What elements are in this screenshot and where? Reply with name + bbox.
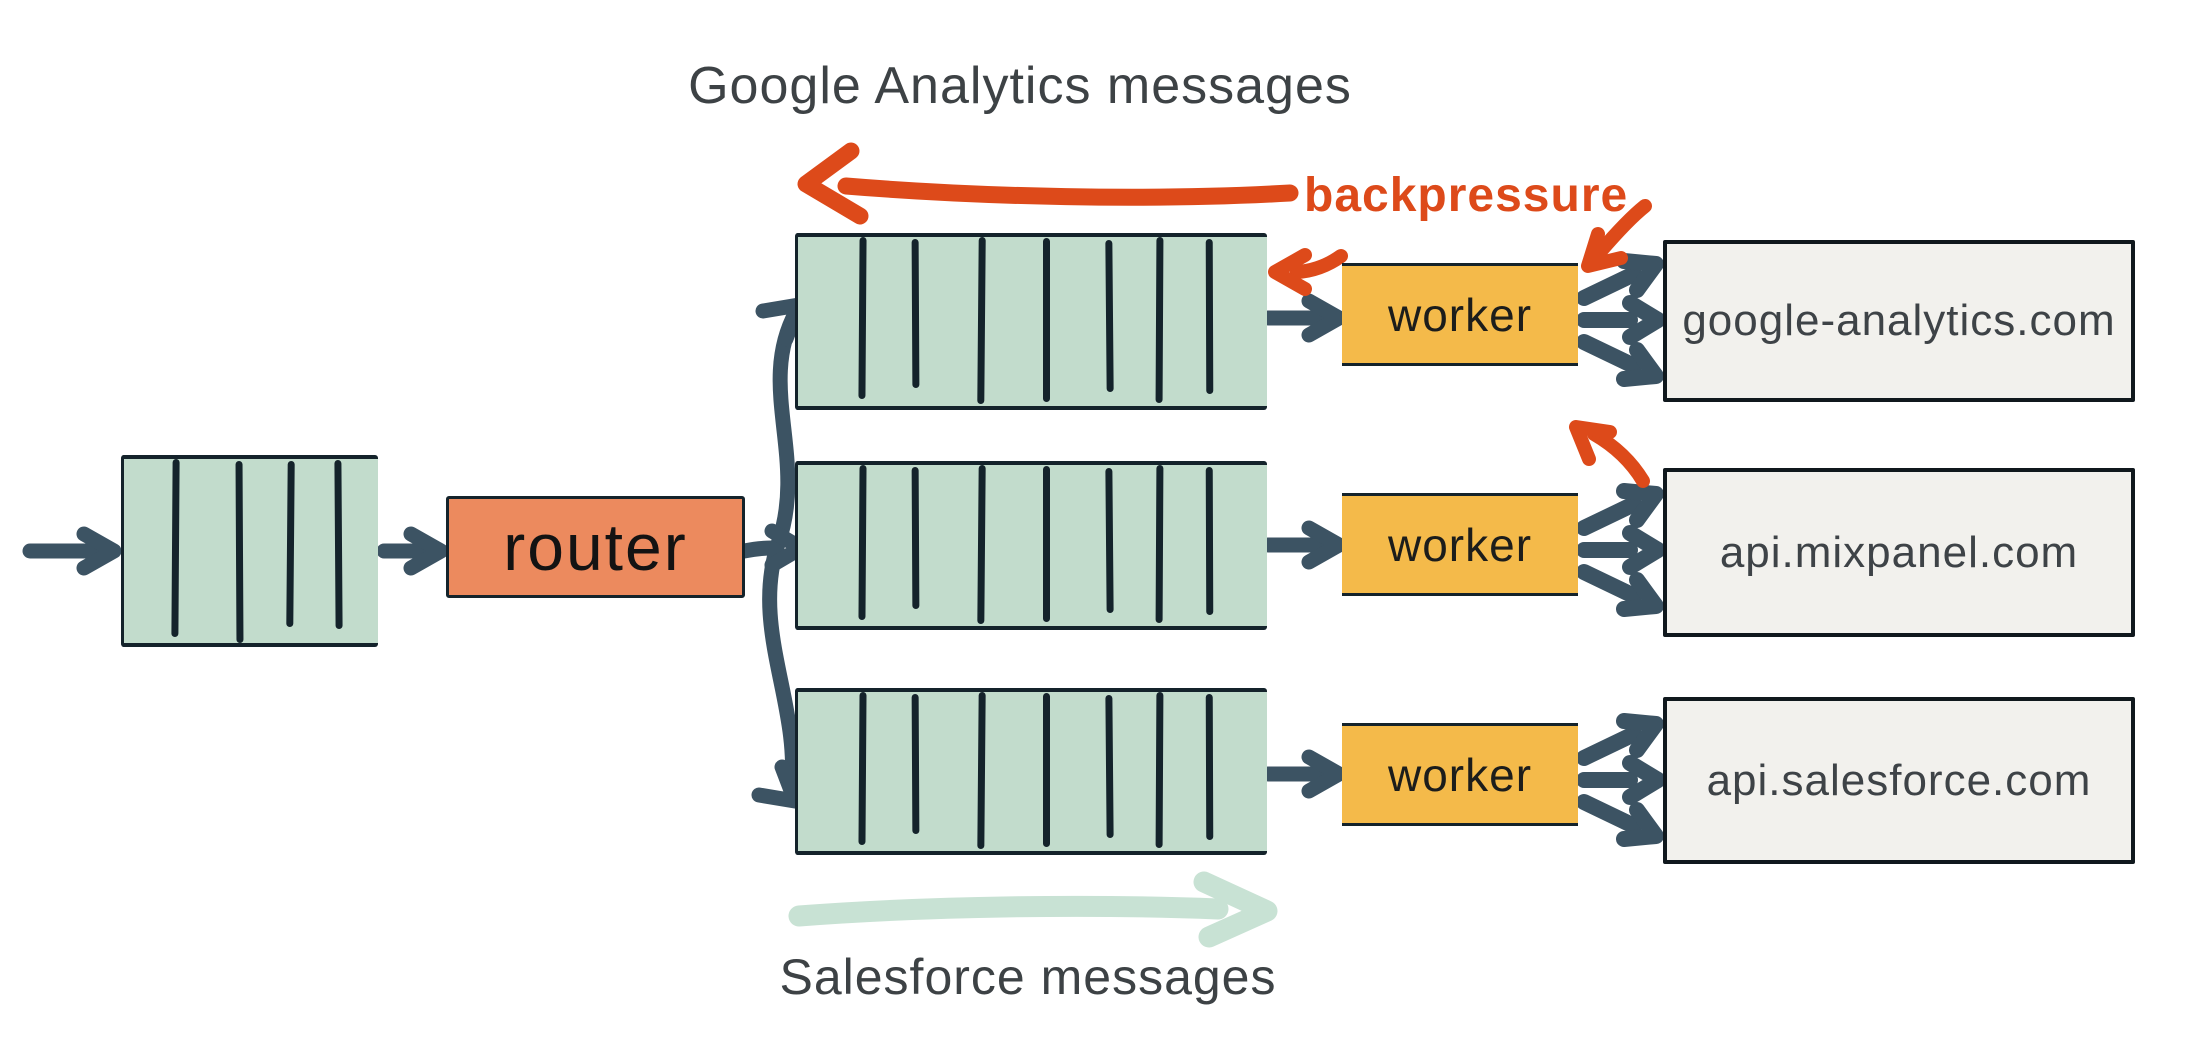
- queue-cell-divider: [235, 460, 244, 644]
- endpoint-google-analytics: google-analytics.com: [1663, 240, 2135, 402]
- queue-cell-divider: [1105, 239, 1114, 393]
- worker-to-endpoint-arrows-icon: [1576, 713, 1666, 847]
- queue-cell-divider: [1155, 691, 1164, 848]
- queue-cell-divider: [857, 464, 867, 620]
- queue-cell-divider: [1043, 238, 1051, 402]
- queue-cell-divider: [171, 458, 180, 638]
- backpressure-main-arrow-icon: [797, 142, 1299, 225]
- salesforce-messages-label: Salesforce messages: [779, 949, 1277, 1005]
- worker-box: worker: [1342, 263, 1578, 366]
- queue-cell-divider: [1206, 466, 1214, 616]
- queue-cell-divider: [1043, 693, 1051, 848]
- google-analytics-messages-label: Google Analytics messages: [688, 57, 1352, 115]
- backpressure-worker-to-queue-arrow-icon: [1268, 248, 1348, 296]
- worker-label: worker: [1387, 288, 1533, 341]
- queue-cell-divider: [1043, 466, 1051, 623]
- endpoint-salesforce: api.salesforce.com: [1663, 697, 2135, 864]
- salesforce-flow-arrow-icon: [788, 871, 1278, 948]
- mixpanel-queue: [795, 461, 1267, 630]
- endpoint-mixpanel: api.mixpanel.com: [1663, 468, 2135, 637]
- worker-label: worker: [1387, 748, 1533, 801]
- input-queue: [121, 455, 378, 647]
- input-queue-to-router-arrow-icon: [376, 526, 449, 576]
- queue-cell-divider: [334, 459, 343, 630]
- router-fanout-arrow-icon: [736, 297, 809, 809]
- queue-cell-divider: [976, 464, 986, 625]
- queue-to-worker-arrow-icon: [1260, 520, 1347, 570]
- queue-cell-divider: [1105, 467, 1114, 613]
- salesforce-queue: [795, 688, 1267, 855]
- endpoint-label: api.mixpanel.com: [1719, 527, 2079, 577]
- queue-cell-divider: [1155, 464, 1164, 623]
- router-label: router: [503, 510, 688, 584]
- inbound-arrow-icon: [22, 526, 122, 576]
- google-analytics-queue: [795, 233, 1267, 410]
- router-box: router: [446, 496, 745, 598]
- endpoint-label: google-analytics.com: [1682, 296, 2116, 345]
- queue-cell-divider: [1206, 693, 1214, 841]
- queue-cell-divider: [1206, 238, 1214, 395]
- queue-cell-divider: [912, 693, 920, 834]
- queue-cell-divider: [1155, 236, 1164, 403]
- queue-cell-divider: [976, 236, 986, 405]
- queue-cell-divider: [912, 238, 920, 388]
- queue-cell-divider: [857, 236, 867, 400]
- backpressure-label: backpressure: [1304, 169, 1629, 222]
- queue-cell-divider: [285, 460, 295, 627]
- backpressure-endpoint-to-worker-bottom-arrow-icon: [1569, 420, 1650, 488]
- worker-box: worker: [1342, 493, 1578, 596]
- worker-to-endpoint-arrows-icon: [1576, 483, 1666, 617]
- queue-to-worker-arrow-icon: [1260, 293, 1347, 343]
- worker-label: worker: [1387, 518, 1533, 571]
- queue-cell-divider: [1105, 694, 1114, 839]
- worker-to-endpoint-arrows-icon: [1576, 253, 1666, 387]
- worker-box: worker: [1342, 723, 1578, 826]
- queue-cell-divider: [912, 466, 920, 609]
- queue-cell-divider: [857, 691, 867, 845]
- queue-cell-divider: [976, 691, 986, 850]
- endpoint-label: api.salesforce.com: [1706, 755, 2092, 805]
- queue-to-worker-arrow-icon: [1260, 749, 1347, 799]
